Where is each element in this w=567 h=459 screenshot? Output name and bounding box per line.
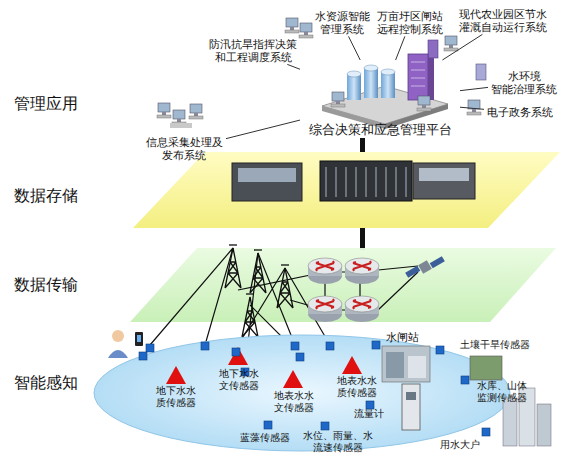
connector-line [349,36,361,60]
sensor-label: 地下水水 文传感器 [216,368,261,392]
sensor-label: 水闸站 [386,331,419,344]
connector-stroke [442,34,482,60]
sensor-label: 流量计 [354,408,384,420]
sensor-label: 水位、雨量、水 流速传感器 [301,430,375,454]
layer-label: 智能感知 [14,373,78,392]
system-node: 防汛抗旱指挥决策 和工程调度系统 [206,38,300,64]
connector-line [442,34,482,60]
sensor-label: 土壤干旱传感器 [460,339,530,351]
workstation-icon [157,103,203,128]
connector-line [460,87,488,90]
system-node: 现代农业园区节水 灌溉自动运行系统 [456,8,550,34]
connector-line [287,64,300,69]
system-node: 水环境 智能治理系统 [488,70,560,96]
sensor-label: 地下水水 质传感器 [153,385,198,409]
connector-line [396,36,405,60]
node-text: 万亩圩区闸站 远程控制系统 [374,10,446,36]
system-node: 信息采集处理及 发布系统 [142,136,226,162]
transmission-band [130,248,556,322]
connector-stroke [396,36,405,60]
layer-label: 数据存储 [14,186,78,205]
storage-band [133,152,560,228]
connector-line [460,107,484,109]
connector-line [226,120,300,139]
layer-label: 管理应用 [14,94,78,113]
connector-stroke [349,36,361,60]
node-text: 现代农业园区节水 灌溉自动运行系统 [456,8,550,34]
layer-label: 数据传输 [14,275,78,294]
connector-stroke [226,120,300,139]
node-text: 水环境 智能治理系统 [488,70,560,96]
satellite-icon [405,256,445,278]
sensor-label: 水库、山体 监测传感器 [474,380,530,404]
sensor-markers [146,341,490,436]
system-node: 水资源智能 管理系统 [311,10,373,36]
server-room-photo [232,161,475,201]
system-node: 万亩圩区闸站 远程控制系统 [374,10,446,36]
person-icon [108,330,147,360]
sensor-label: 地表水水 文传感器 [271,390,316,414]
connector-stroke [287,64,300,69]
platform-node: 综合决策和应急管理平台 [300,60,460,140]
sensor-label: 用水大户 [440,439,480,451]
connector-stroke [460,107,484,109]
node-text: 防汛抗旱指挥决策 和工程调度系统 [206,38,300,64]
connector-stroke [460,87,488,90]
platform-illustration [322,54,448,129]
field-photos [382,346,551,446]
sensing-area [94,335,510,451]
node-text: 信息采集处理及 发布系统 [142,136,226,162]
system-node: 电子政务系统 [484,106,556,119]
node-text: 电子政务系统 [484,106,556,119]
sensor-label: 蓝藻传感器 [240,432,290,444]
sensor-label: 地表水水 质传感器 [334,375,379,399]
node-text: 水资源智能 管理系统 [311,10,373,36]
node-text: 综合决策和应急管理平台 [300,122,460,138]
